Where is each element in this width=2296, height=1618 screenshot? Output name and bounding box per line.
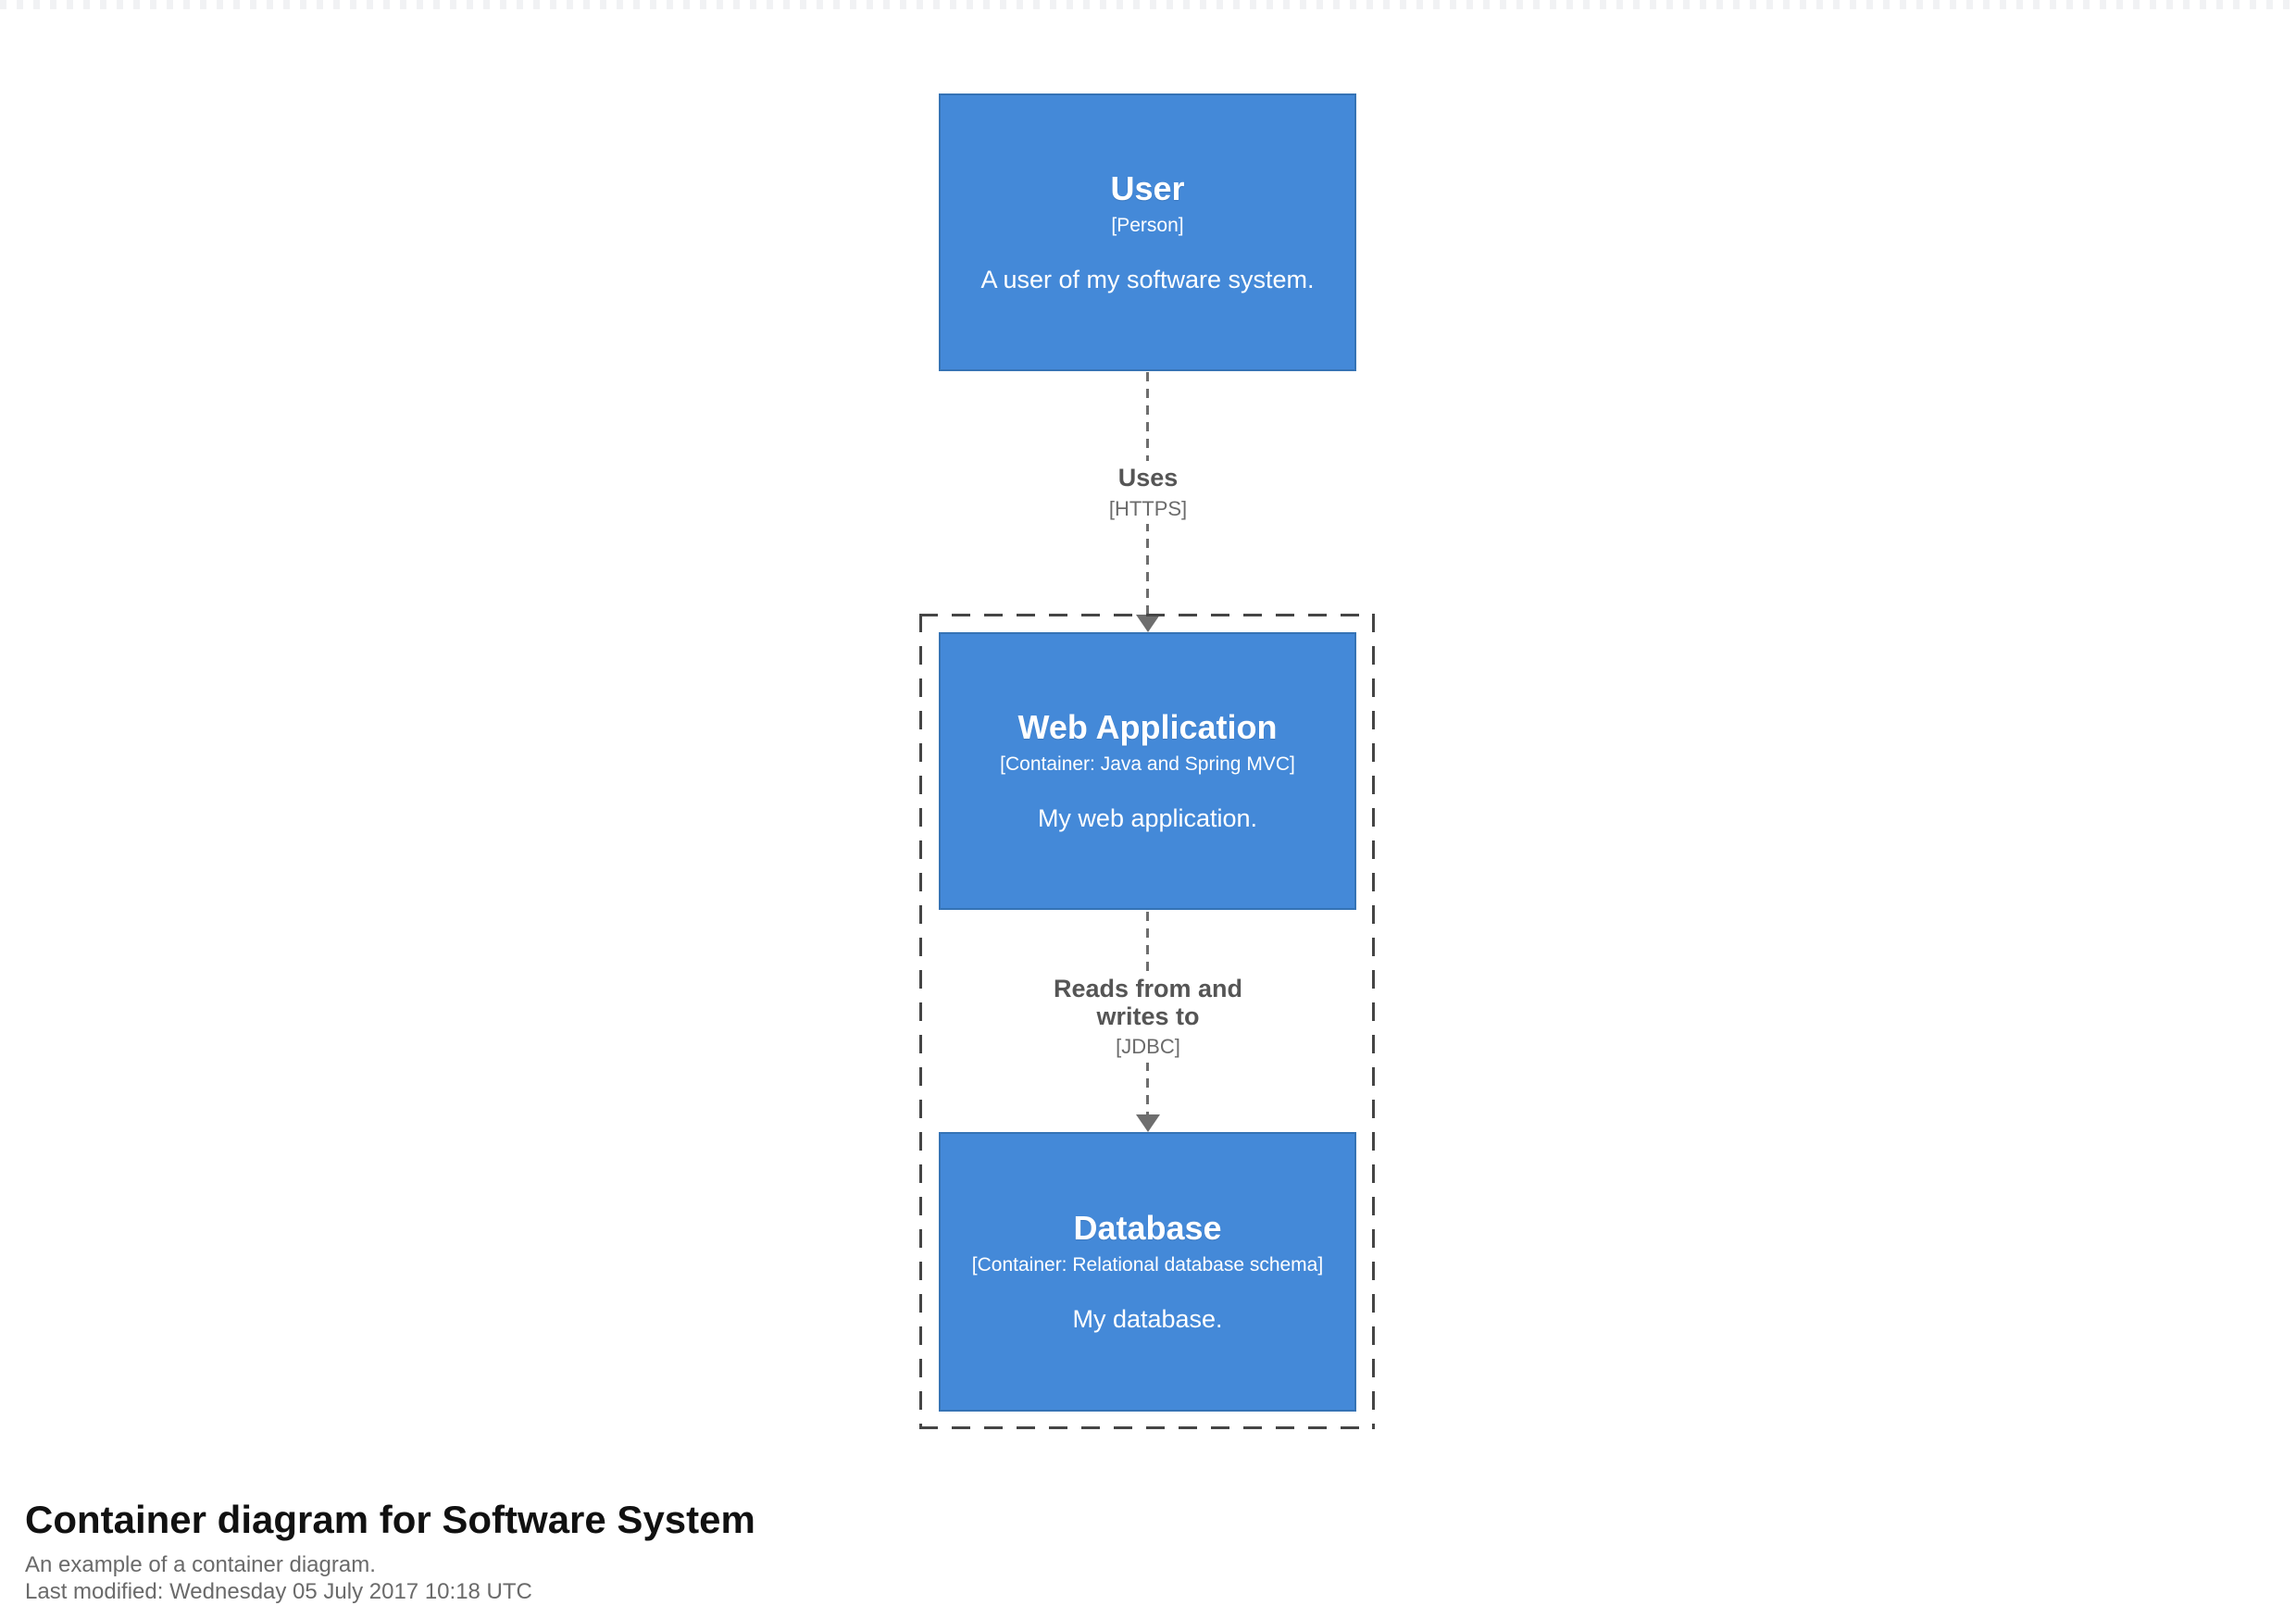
diagram-last-modified: Last modified: Wednesday 05 July 2017 10… [25, 1579, 532, 1605]
node-database-meta: [Container: Relational database schema] [971, 1254, 1324, 1276]
diagram-title: Container diagram for Software System [25, 1498, 755, 1541]
relationship-reads-writes-text: Reads from and writes to [1053, 975, 1243, 1030]
node-database-name: Database [1073, 1208, 1222, 1247]
node-database-description: My database. [1072, 1305, 1223, 1334]
boundary-edge-right [1372, 614, 1375, 1429]
node-user-description: A user of my software system. [980, 266, 1315, 294]
node-web-application[interactable]: Web Application [Container: Java and Spr… [939, 632, 1356, 910]
arrowhead-down-icon [1136, 1114, 1160, 1132]
node-web-application-name: Web Application [1017, 707, 1278, 746]
node-web-application-meta: [Container: Java and Spring MVC] [1000, 753, 1295, 776]
relationship-reads-writes-technology: [JDBC] [1116, 1035, 1180, 1059]
page-top-perforation [0, 0, 2296, 9]
relationship-uses-text: Uses [1117, 464, 1179, 492]
boundary-edge-top [919, 614, 1375, 616]
node-user-name: User [1110, 168, 1185, 207]
software-system-boundary [919, 614, 1375, 1429]
boundary-edge-left [919, 614, 922, 1429]
relationship-label-uses[interactable]: Uses [HTTPS] [1099, 461, 1197, 524]
diagram-metadata: Container diagram for Software System An… [25, 1498, 755, 1605]
node-user-meta: [Person] [1111, 215, 1184, 237]
relationship-uses-technology: [HTTPS] [1108, 496, 1188, 520]
boundary-edge-bottom [919, 1426, 1375, 1429]
node-web-application-description: My web application. [1037, 804, 1258, 833]
node-user[interactable]: User [Person] A user of my software syst… [939, 93, 1356, 371]
relationship-label-reads-writes[interactable]: Reads from and writes to [JDBC] [1023, 972, 1273, 1063]
node-database[interactable]: Database [Container: Relational database… [939, 1132, 1356, 1412]
arrowhead-down-icon [1136, 615, 1160, 632]
diagram-description: An example of a container diagram. [25, 1552, 376, 1578]
